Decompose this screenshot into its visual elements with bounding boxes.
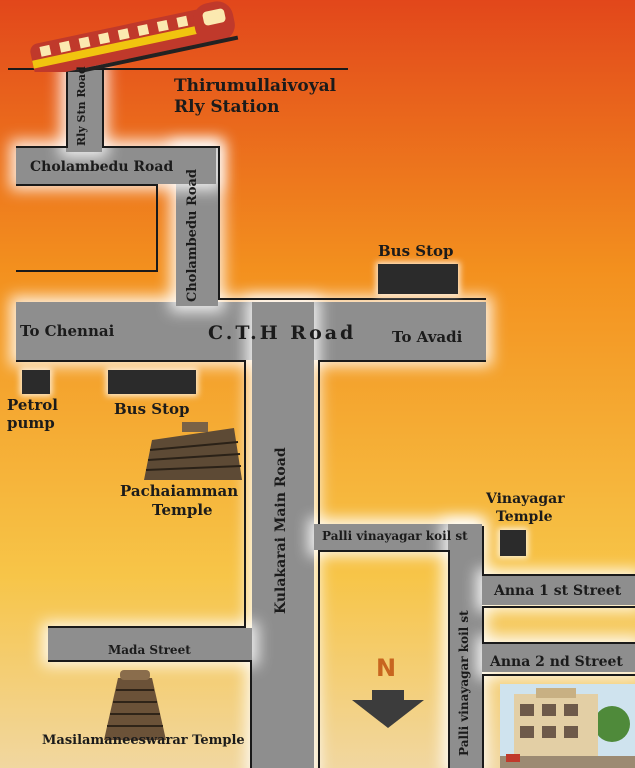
pachaiamman-label: Pachaiamman: [120, 482, 239, 500]
cholambedu-road-v-label: Cholambedu Road: [185, 168, 200, 302]
rly-stn-road-label: Rly Stn Road: [75, 66, 88, 146]
to-avadi-label: To Avadi: [392, 328, 463, 346]
kulakarai-label: Kulakarai Main Road: [273, 447, 289, 614]
palli-v-label: Palli vinayagar koil st: [457, 610, 471, 756]
palli-h-label: Palli vinayagar koil st: [322, 529, 468, 543]
vinayagar-label: Vinayagar: [486, 491, 565, 507]
masilamani-label: Masilamaneeswarar Temple: [42, 733, 245, 748]
rly-stn-road: [66, 66, 102, 152]
anna-2nd-label: Anna 2 nd Street: [490, 654, 623, 670]
petrol-label: Petrol: [7, 396, 58, 414]
station-label-line2: Rly Station: [174, 97, 280, 117]
mada-street: [48, 628, 252, 660]
anna-1st-street: [482, 575, 635, 605]
cholambedu-road-horizontal: [16, 146, 216, 184]
bus-stop-left-label: Bus Stop: [114, 400, 190, 418]
bus-stop-left-marker: [108, 370, 196, 394]
building-icon: [500, 684, 635, 768]
masilamani-temple-icon: [104, 670, 166, 740]
north-letter: N: [376, 654, 397, 682]
vinayagar-temple-marker: [500, 530, 526, 556]
train-icon: [30, 1, 239, 72]
anna-1st-label: Anna 1 st Street: [494, 583, 622, 599]
petrol-pump-marker: [22, 370, 50, 394]
north-arrow-icon: [352, 690, 424, 728]
palli-vinayagar-road-v: [448, 524, 482, 768]
pachaiamman-label-line2: Temple: [152, 501, 213, 519]
pump-label: pump: [7, 414, 55, 432]
cholambedu-road-h-label: Cholambedu Road: [30, 159, 174, 175]
temple-gopuram-icon: [144, 422, 242, 480]
anna-2nd-street: [482, 642, 635, 672]
bus-stop-top-marker: [378, 264, 458, 294]
kulakarai-main-road: [252, 302, 314, 768]
to-chennai-label: To Chennai: [20, 322, 115, 340]
vinayagar-label-line2: Temple: [496, 509, 553, 525]
bus-stop-top-label: Bus Stop: [378, 242, 454, 260]
station-label: Thirumullaivoyal: [174, 76, 337, 96]
mada-street-label: Mada Street: [108, 643, 191, 657]
cth-road-label: C.T.H Road: [208, 322, 357, 344]
palli-vinayagar-road-h: [314, 524, 474, 550]
cth-road: [16, 302, 486, 360]
